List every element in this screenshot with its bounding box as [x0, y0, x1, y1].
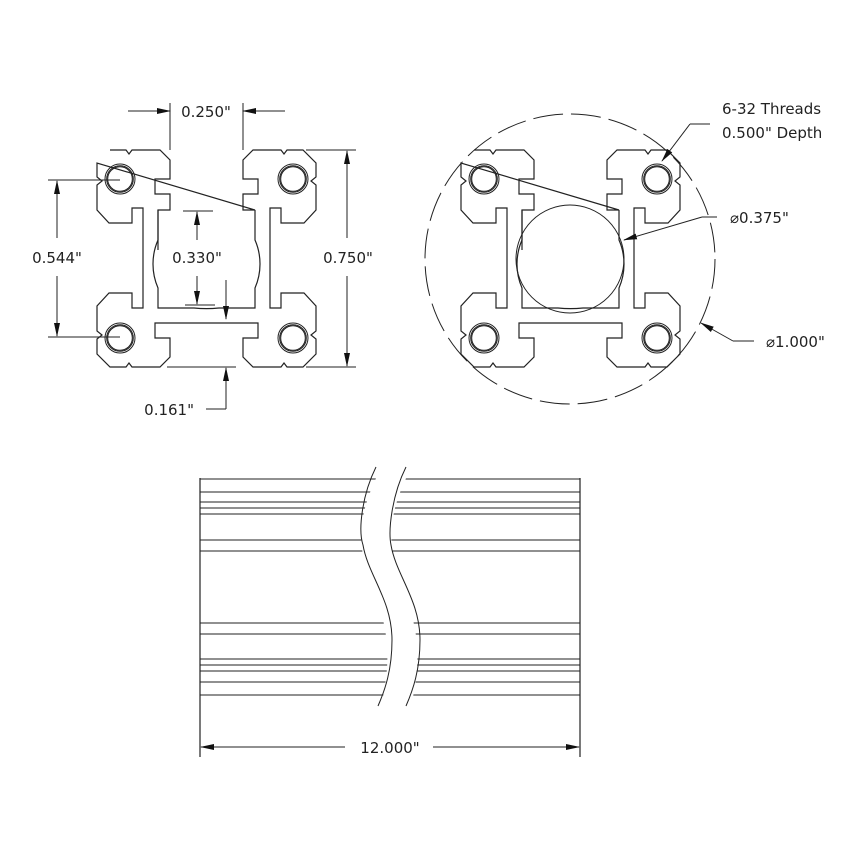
bore-circle — [515, 204, 625, 314]
dim-length: 12.000" — [200, 739, 580, 757]
end-view-right — [424, 113, 716, 405]
dim-wall-label: 0.161" — [144, 401, 194, 419]
dim-hole-spacing-label: 0.544" — [32, 249, 82, 267]
dim-overall-label: 0.750" — [323, 249, 373, 267]
dim-overall: 0.750" — [306, 149, 373, 368]
callout-envelope: ⌀1.000" — [700, 322, 825, 351]
dim-slot-width: 0.250" — [128, 103, 285, 150]
side-view — [199, 466, 581, 757]
dim-wall: 0.161" — [144, 280, 236, 419]
callout-threads-line1: 6-32 Threads — [722, 100, 821, 118]
callout-threads-line2: 0.500" Depth — [722, 124, 822, 142]
dim-bore-label: ⌀0.375" — [730, 209, 789, 227]
dim-envelope-label: ⌀1.000" — [766, 333, 825, 351]
dim-hole-spacing: 0.544" — [32, 179, 120, 338]
callout-bore: ⌀0.375" — [623, 209, 789, 241]
dim-length-label: 12.000" — [360, 739, 419, 757]
dim-center-cavity: 0.330" — [172, 210, 222, 306]
envelope-circle — [424, 113, 716, 405]
dim-slot-width-label: 0.250" — [181, 103, 231, 121]
dim-center-cavity-label: 0.330" — [172, 249, 222, 267]
callout-threads: 6-32 Threads 0.500" Depth — [661, 100, 822, 162]
